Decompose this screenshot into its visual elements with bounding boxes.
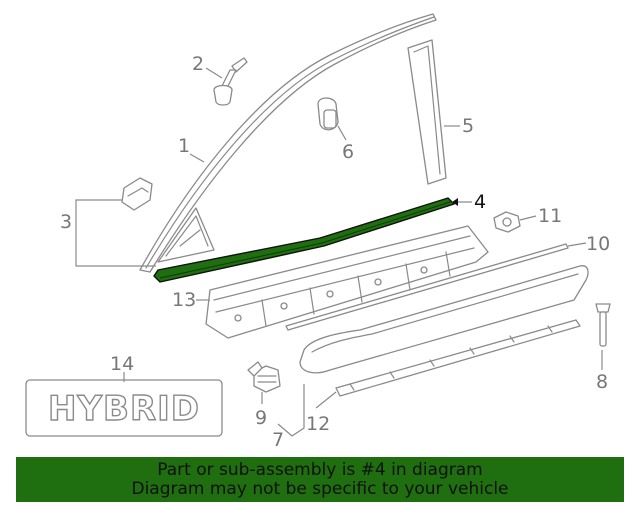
part-4-belt-molding[interactable] [153, 197, 455, 283]
notice-banner: Part or sub-assembly is #4 in diagram Di… [16, 457, 624, 502]
callout-12: 12 [306, 413, 330, 435]
part-13-door-trim[interactable] [205, 225, 489, 339]
callout-11: 11 [538, 205, 562, 227]
part-8-push-pin[interactable] [595, 303, 611, 347]
callout-10: 10 [586, 233, 610, 255]
callout-4: 4 [474, 191, 486, 213]
part-12-lower-strip[interactable] [335, 319, 581, 397]
part-14-hybrid-emblem[interactable]: HYBRID [25, 379, 223, 437]
part-3-corner-piece[interactable] [121, 177, 215, 263]
callout-7: 7 [272, 429, 284, 451]
callout-9: 9 [255, 407, 267, 429]
leader-lines [75, 67, 603, 437]
part-11-nut[interactable] [493, 211, 521, 233]
callout-1: 1 [178, 135, 190, 157]
part-10-weatherstrip[interactable] [285, 243, 569, 331]
callout-3: 3 [60, 211, 72, 233]
callout-2: 2 [192, 53, 204, 75]
callout-14: 14 [110, 353, 134, 375]
callout-8: 8 [596, 371, 608, 393]
part-1-pillar-molding[interactable] [139, 13, 437, 273]
part-6-clip[interactable] [317, 97, 339, 131]
emblem-text: HYBRID [48, 389, 200, 429]
banner-line-part-number: Part or sub-assembly is #4 in diagram [157, 460, 483, 480]
part-5-pillar-applique[interactable] [407, 39, 447, 185]
callout-5: 5 [462, 115, 474, 137]
callout-13: 13 [172, 289, 196, 311]
parts-diagram: HYBRID 1 2 3 4 5 6 7 8 9 10 11 12 13 14 [25, 13, 611, 451]
callout-6: 6 [342, 141, 354, 163]
part-2-clip[interactable] [213, 57, 248, 106]
banner-line-disclaimer: Diagram may not be specific to your vehi… [131, 479, 509, 499]
callout-labels: 1 2 3 4 5 6 7 8 9 10 11 12 13 14 [60, 53, 610, 451]
part-9-fastener[interactable] [247, 361, 281, 393]
part-7-rocker-molding[interactable] [299, 265, 589, 374]
